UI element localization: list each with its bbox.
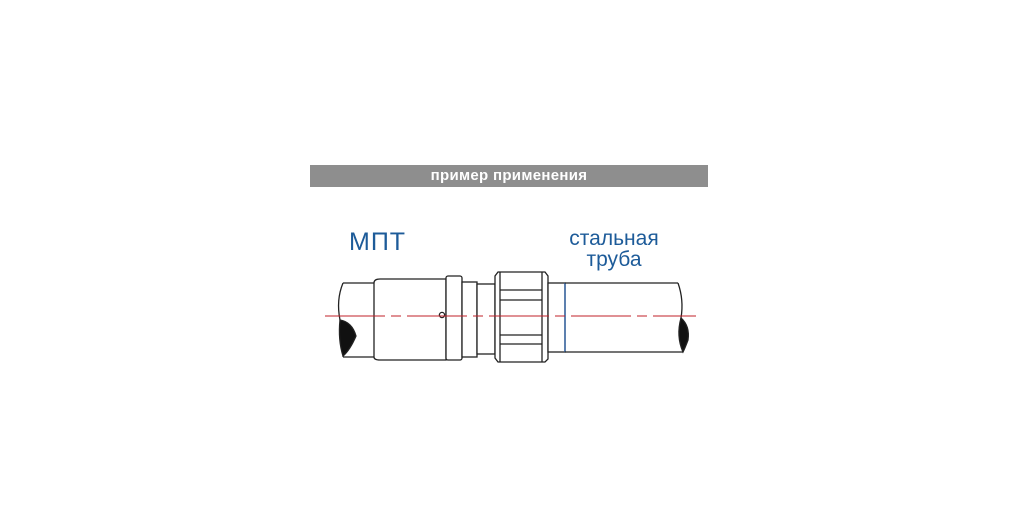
press-sleeve	[373, 278, 447, 361]
mpt-pipe	[337, 282, 374, 358]
label-steel-pipe: стальная труба	[563, 228, 665, 270]
fitting-body	[476, 283, 496, 355]
diagram-title: пример применения	[430, 167, 588, 184]
label-mpt-pipe: МПТ	[349, 228, 407, 256]
label-steel-line1: стальная	[569, 227, 659, 250]
thread-collar	[547, 282, 566, 353]
inspection-hole	[438, 311, 446, 319]
flange-ring	[445, 275, 463, 361]
steel-pipe	[565, 282, 689, 354]
label-steel-line2: труба	[586, 248, 642, 271]
fitting-step	[461, 281, 478, 358]
diagram-title-banner: пример применения	[310, 165, 708, 187]
hex-nut	[494, 271, 549, 363]
